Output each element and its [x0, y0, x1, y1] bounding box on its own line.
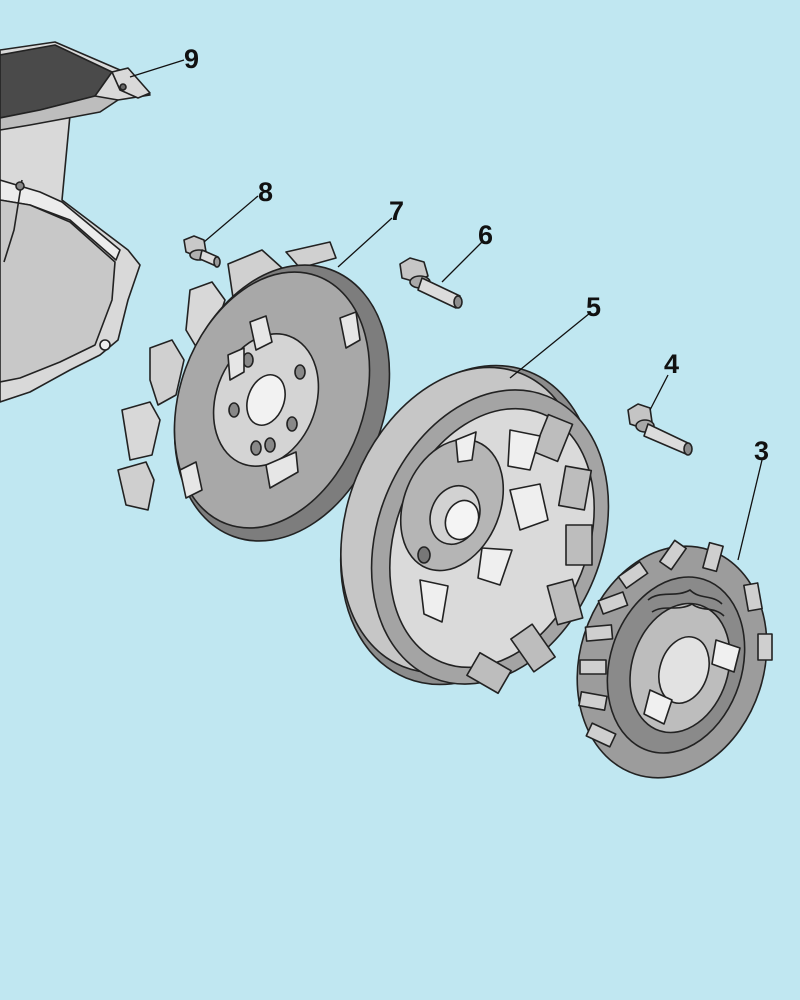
stator-bolt	[627, 403, 693, 456]
callout-8: 8	[258, 177, 273, 207]
stator	[576, 539, 773, 779]
leader-8	[203, 195, 259, 243]
leader-5	[509, 312, 591, 379]
callout-6: 6	[478, 220, 493, 250]
cooling-fan	[117, 241, 391, 542]
flywheel-rotor	[339, 364, 610, 695]
leader-3	[737, 459, 763, 561]
leader-4	[649, 374, 669, 411]
callout-5: 5	[586, 292, 601, 322]
callout-9: 9	[184, 44, 199, 74]
leader-9	[129, 59, 185, 78]
callout-4: 4	[664, 349, 679, 379]
flywheel-bolt	[399, 257, 463, 309]
callouts: 9 8 7 6 5 4 3	[129, 44, 769, 561]
fan-bolt	[183, 235, 221, 268]
callout-3: 3	[754, 436, 769, 466]
leader-6	[441, 241, 483, 283]
leader-7	[337, 217, 393, 268]
callout-7: 7	[389, 196, 404, 226]
blower-housing	[0, 41, 151, 403]
